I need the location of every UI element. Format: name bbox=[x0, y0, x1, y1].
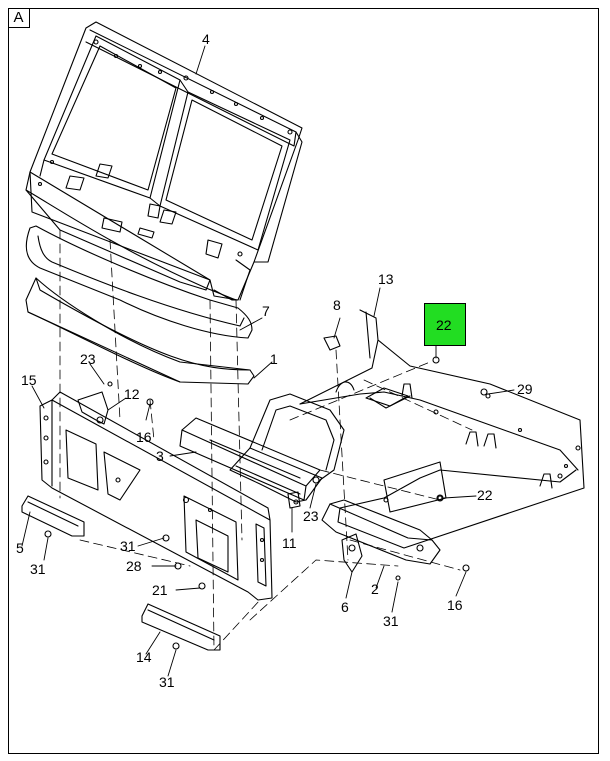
part-12-bracket bbox=[77, 381, 113, 425]
assembly-lines bbox=[59, 229, 473, 651]
callout-13[interactable]: 13 bbox=[378, 271, 394, 287]
part-1-trim bbox=[25, 277, 255, 385]
part-6-plate bbox=[341, 533, 363, 573]
hardware bbox=[44, 356, 488, 650]
callout-12[interactable]: 12 bbox=[124, 386, 140, 402]
part-5-bracket bbox=[21, 495, 85, 537]
part-15-frame bbox=[39, 391, 273, 601]
seat-riser bbox=[229, 393, 345, 503]
callout-11[interactable]: 11 bbox=[282, 535, 297, 551]
callout-21[interactable]: 21 bbox=[152, 582, 168, 598]
callout-31-d[interactable]: 31 bbox=[159, 674, 175, 690]
callout-1[interactable]: 1 bbox=[270, 351, 278, 367]
highlighted-part-box[interactable] bbox=[424, 303, 466, 346]
drawing-frame bbox=[8, 8, 599, 754]
callout-23-left[interactable]: 23 bbox=[80, 351, 96, 367]
callout-15[interactable]: 15 bbox=[21, 372, 37, 388]
part-4-window-assembly bbox=[25, 21, 303, 301]
callout-5[interactable]: 5 bbox=[16, 540, 24, 556]
callout-28[interactable]: 28 bbox=[126, 558, 142, 574]
callout-14[interactable]: 14 bbox=[136, 649, 152, 665]
callout-7[interactable]: 7 bbox=[262, 303, 270, 319]
callout-2[interactable]: 2 bbox=[371, 581, 379, 597]
callout-29[interactable]: 29 bbox=[517, 381, 533, 397]
callout-22-highlight[interactable]: 22 bbox=[436, 317, 452, 333]
callout-16-left[interactable]: 16 bbox=[136, 429, 152, 445]
callout-31-a[interactable]: 31 bbox=[120, 538, 136, 554]
callout-22-lower[interactable]: 22 bbox=[477, 487, 493, 503]
part-3-cross-member bbox=[179, 417, 321, 501]
part-11-bracket bbox=[287, 491, 301, 509]
leader-lines bbox=[21, 45, 515, 677]
callout-31-c[interactable]: 31 bbox=[383, 613, 399, 629]
callout-4[interactable]: 4 bbox=[202, 31, 210, 47]
part-14-bracket bbox=[141, 603, 221, 651]
part-8-clip bbox=[323, 335, 341, 351]
callout-3[interactable]: 3 bbox=[156, 448, 164, 464]
callout-8[interactable]: 8 bbox=[333, 297, 341, 313]
callout-16-right[interactable]: 16 bbox=[447, 597, 463, 613]
callout-31-b[interactable]: 31 bbox=[30, 561, 46, 577]
part-13-floor bbox=[299, 309, 585, 549]
callout-6[interactable]: 6 bbox=[341, 599, 349, 615]
view-label: A bbox=[8, 8, 30, 28]
part-7-gasket bbox=[25, 225, 253, 339]
part-2-step bbox=[321, 499, 441, 565]
callout-23-center[interactable]: 23 bbox=[303, 508, 319, 524]
